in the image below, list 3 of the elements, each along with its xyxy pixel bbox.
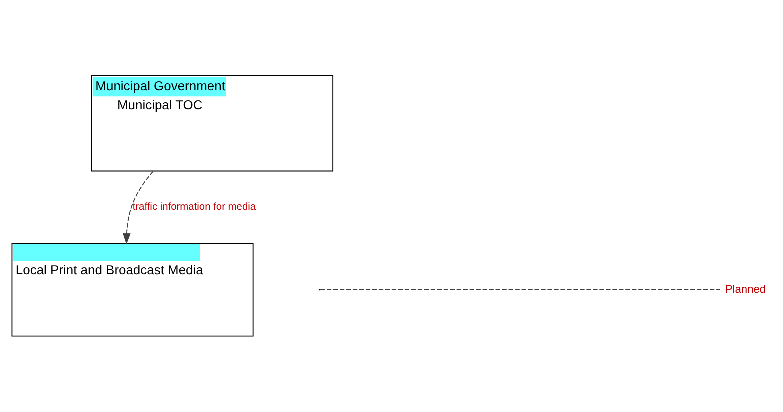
legend-label: Planned bbox=[725, 284, 766, 296]
edge-label: traffic information for media bbox=[132, 202, 256, 213]
arrow bbox=[123, 171, 154, 245]
